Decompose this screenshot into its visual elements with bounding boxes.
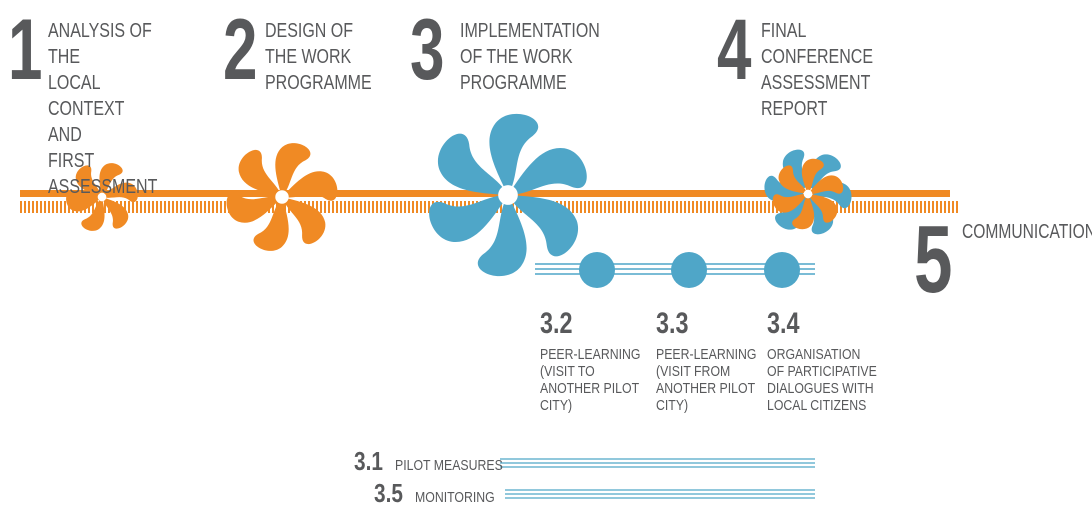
communication-label: COMMUNICATION xyxy=(962,221,1092,243)
step-3-2-number: 3.2 xyxy=(540,307,573,340)
row-pilot-measures-number: 3.1 xyxy=(354,446,383,476)
phase-3-flower-icon xyxy=(429,113,587,277)
phase-3-number: 3 xyxy=(410,2,444,98)
phase-2-flower-icon xyxy=(226,143,338,251)
phase-4-number: 4 xyxy=(717,2,751,98)
row-monitoring-label: MONITORING xyxy=(414,489,495,506)
step-3-2-desc: PEER-LEARNING (VISIT TO ANOTHER PILOT CI… xyxy=(540,346,641,414)
timeline-bar xyxy=(20,190,950,197)
step-3-4-number: 3.4 xyxy=(767,307,800,340)
phase-1-flower-icon xyxy=(66,163,138,231)
row-pilot-measures: 3.1 PILOT MEASURES xyxy=(354,446,526,476)
step-dot-3-3 xyxy=(671,252,707,288)
phase-1-label: ANALYSIS OF THE LOCAL CONTEXT AND FIRST … xyxy=(48,20,158,198)
step-dot-3-4 xyxy=(764,252,800,288)
phase-2-number: 2 xyxy=(223,2,257,98)
step-3-4-desc: ORGANISATION OF PARTICIPATIVE DIALOGUES … xyxy=(767,346,877,414)
phase-4-label: FINAL CONFERENCE ASSESSMENT REPORT xyxy=(761,20,874,120)
row-pilot-measures-label: PILOT MEASURES xyxy=(394,457,503,474)
step-3-3-number: 3.3 xyxy=(656,307,689,340)
row-monitoring: 3.5 MONITORING xyxy=(374,478,512,508)
phase-3-label: IMPLEMENTATION OF THE WORK PROGRAMME xyxy=(460,20,600,94)
phase-1-number: 1 xyxy=(8,2,42,98)
step-3-3-desc: PEER-LEARNING (VISIT FROM ANOTHER PILOT … xyxy=(656,346,757,414)
phase-4-orange-flower-icon xyxy=(772,158,844,230)
pilot-measures-line xyxy=(500,458,815,468)
phase-2-label: DESIGN OF THE WORK PROGRAMME xyxy=(265,20,372,94)
monitoring-line xyxy=(505,489,815,499)
communication-number: 5 xyxy=(914,206,953,313)
step-dot-3-2 xyxy=(579,252,615,288)
row-monitoring-number: 3.5 xyxy=(374,478,403,508)
